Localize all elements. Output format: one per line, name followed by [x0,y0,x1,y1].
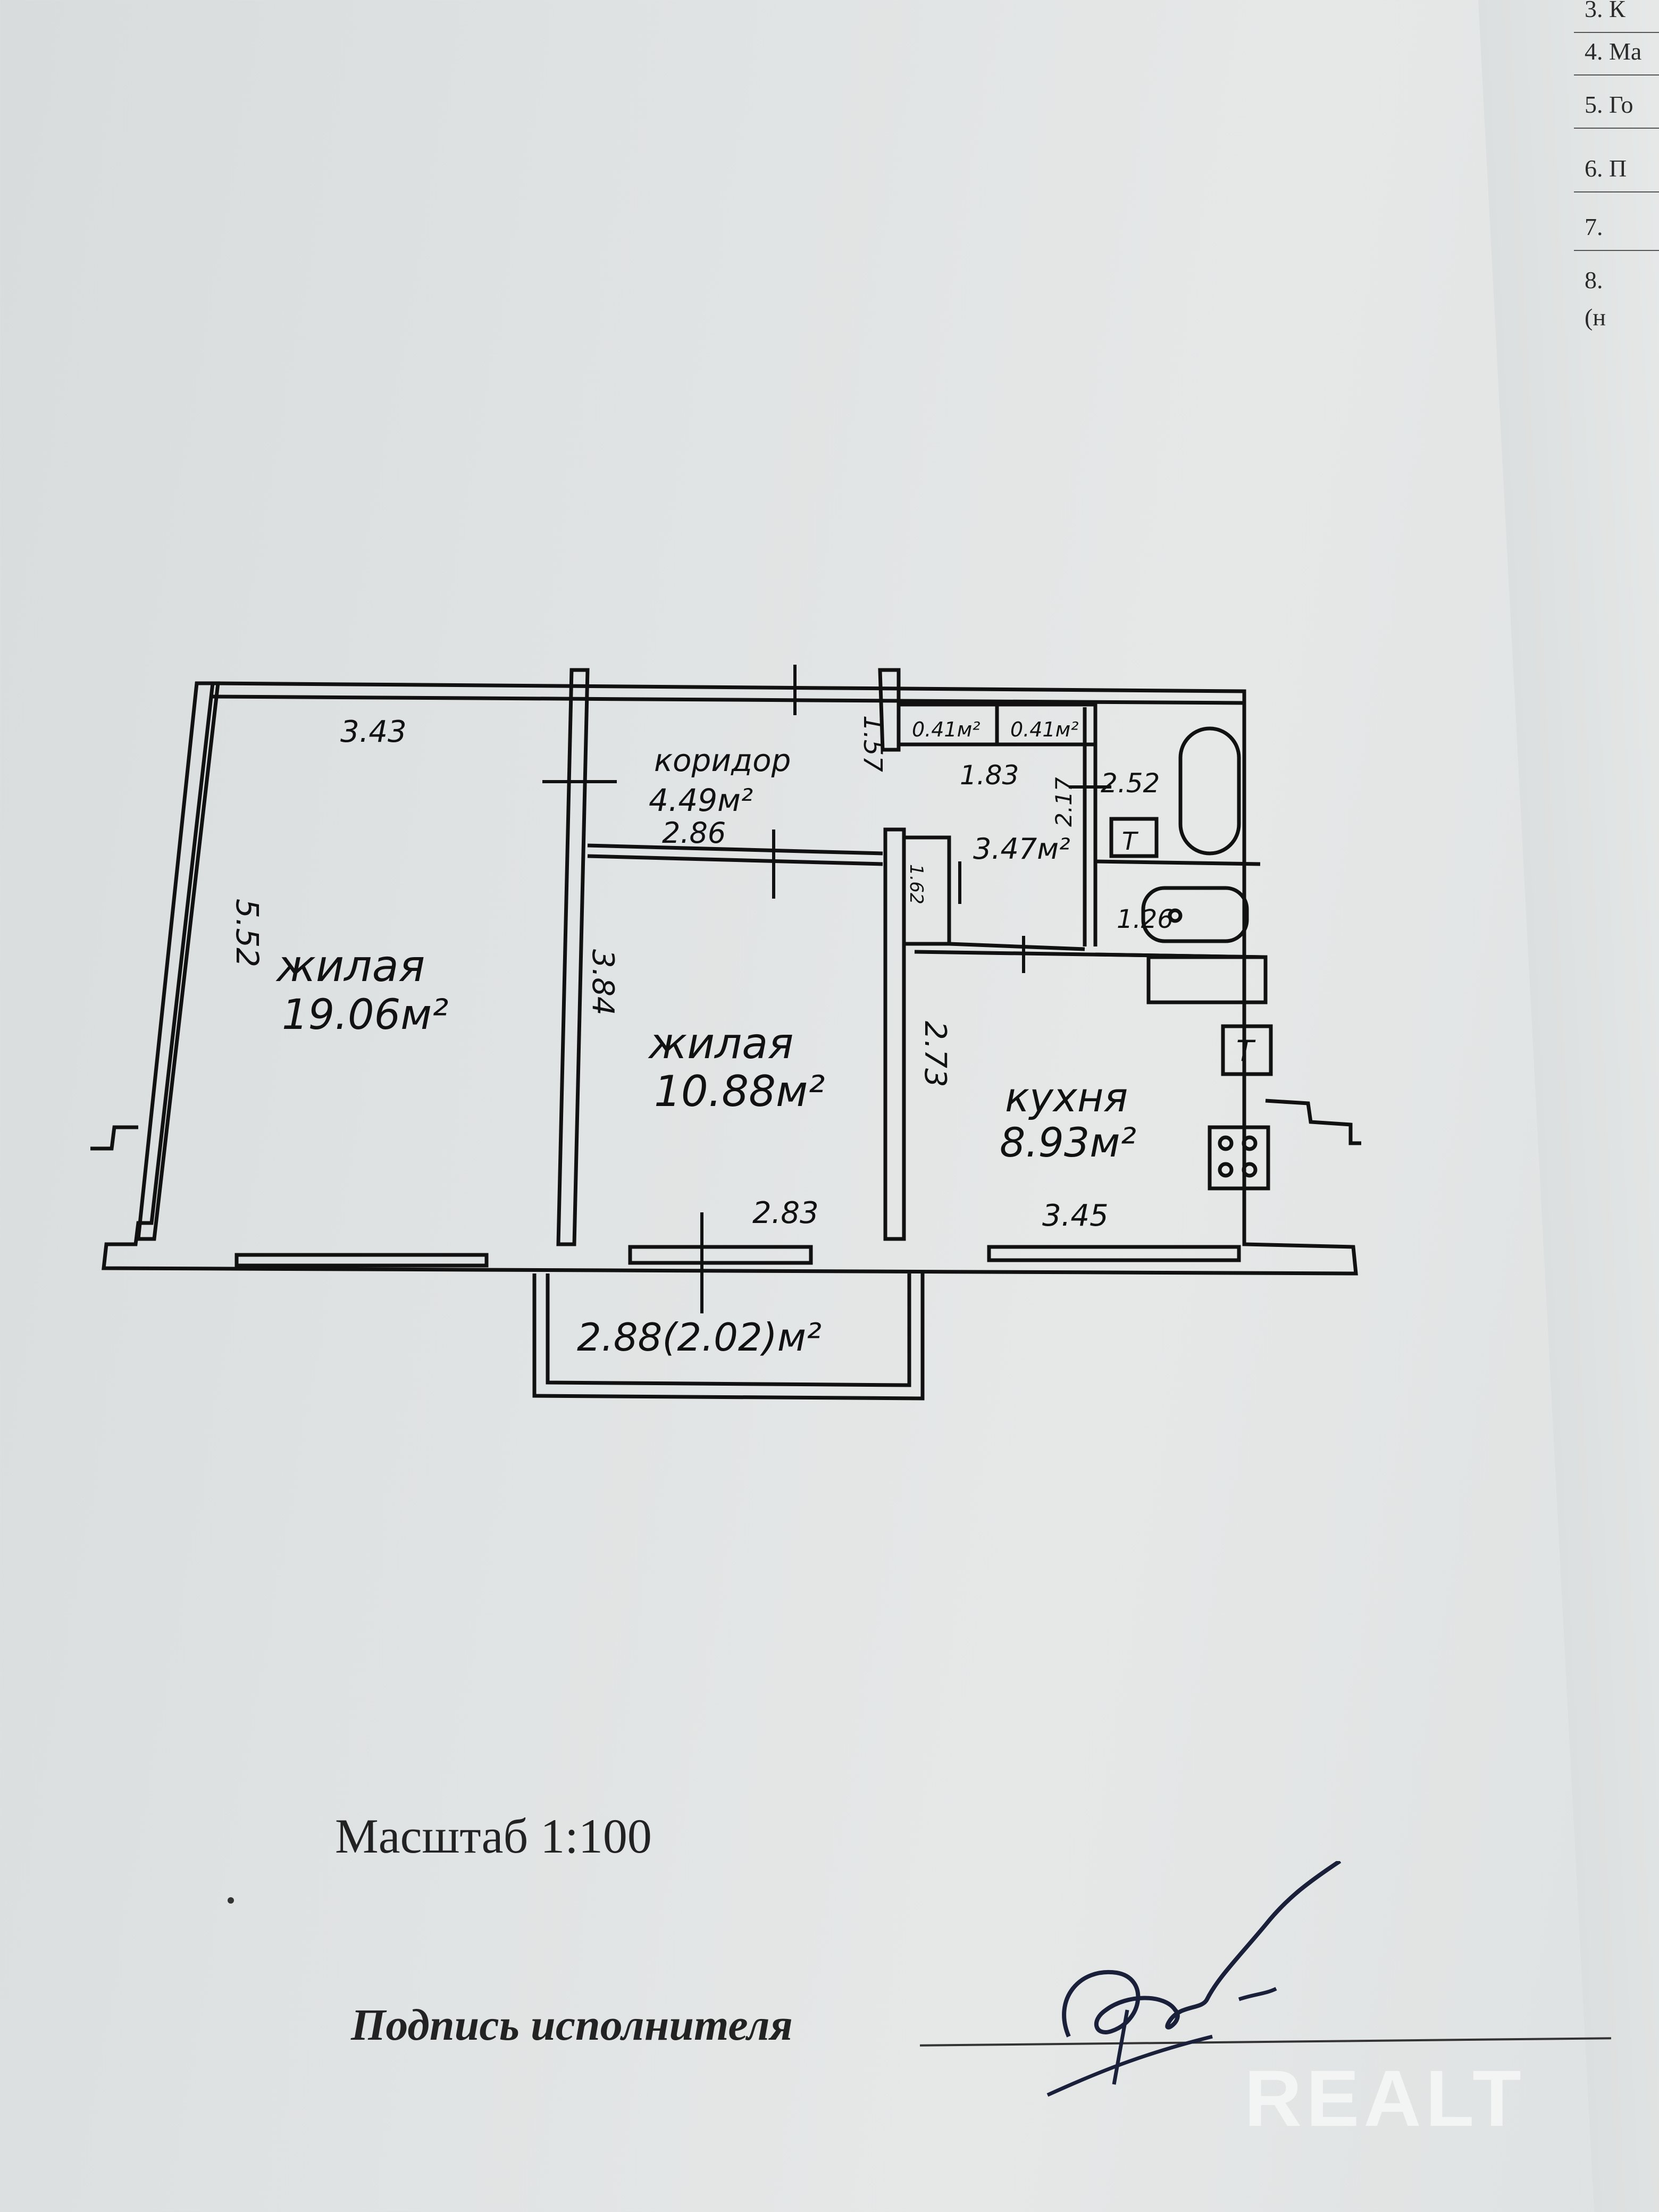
room-label-kitchen: кухня [1005,1074,1128,1121]
plan-walls [90,668,1361,1401]
dimension-label: 1.57 [858,715,887,772]
fixture-mark: Т [1236,1034,1256,1068]
side-list-item: (н [1585,304,1606,331]
dimension-label: 3.43 [340,715,407,749]
room-area-living-1: 19.06м² [282,991,448,1039]
room-label-living-2: жилая [648,1019,793,1068]
room-label-living-1: жилая [275,941,425,992]
divider [1574,74,1659,76]
dimension-label: 2.83 [752,1196,819,1230]
room-area-hall: 3.47м² [973,832,1070,866]
side-list-item: 7. [1585,213,1603,240]
watermark-logo: REALT [1244,2054,1526,2143]
dimension-label: 0.41м² [1010,718,1079,741]
plan-ticks [542,665,1111,1313]
signature-label: Подпись исполнителя [351,2000,793,2050]
handwritten-signature [1046,1861,1342,2097]
dimension-label: 2.17 [1051,777,1077,827]
dimension-label: 3.84 [585,949,620,1016]
room-area-corridor: 4.49м² [649,782,753,818]
divider [1574,250,1659,251]
side-list-item: 5. Го [1585,91,1633,118]
dimension-label: 5.52 [229,899,265,967]
dimension-label: 1.26 [1117,904,1174,934]
room-label-corridor: коридор [654,742,791,778]
scale-label: Масштаб 1:100 [335,1809,652,1863]
room-area-living-2: 10.88м² [654,1067,825,1116]
dimension-label: 3.45 [1042,1199,1109,1233]
side-list-item: 4. Ма [1585,38,1642,65]
side-page-list: 3. К 4. Ма 5. Го 6. П 7. 8. (н [1574,0,1659,372]
ink-dot [228,1897,234,1904]
balcony-area: 2.88(2.02)м² [577,1315,822,1360]
side-list-item: 3. К [1585,0,1626,22]
fixture-mark: Т [1122,827,1139,856]
divider [1574,32,1659,33]
room-area-kitchen: 8.93м² [1000,1119,1136,1166]
dimension-label: 1.62 [906,864,927,904]
dimension-label: 2.52 [1101,768,1160,799]
dimension-label: 0.41м² [912,718,981,741]
dimension-label: 1.83 [960,760,1019,791]
divider [1574,191,1659,192]
dimension-label: 2.73 [918,1021,952,1087]
dimension-label: 2.86 [662,816,726,850]
divider [1574,128,1659,129]
side-list-item: 6. П [1585,155,1627,182]
side-list-item: 8. [1585,266,1603,294]
